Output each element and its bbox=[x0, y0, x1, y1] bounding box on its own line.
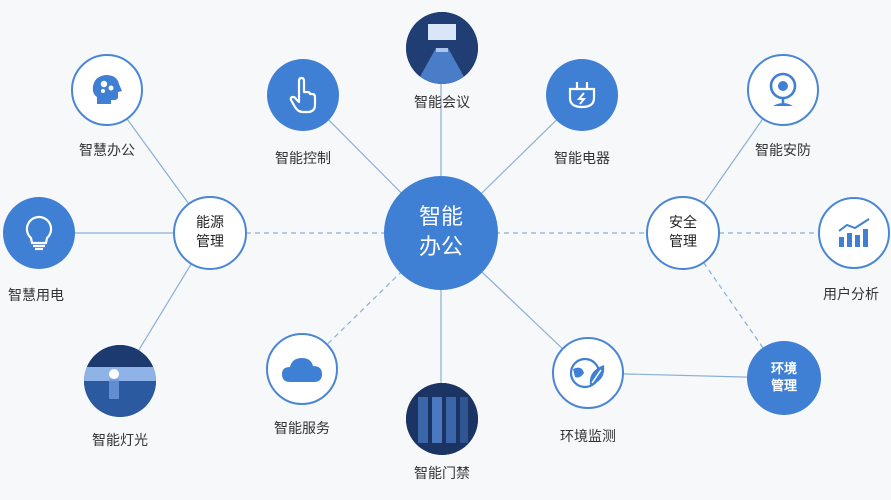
smart-lighting-node[interactable] bbox=[84, 345, 156, 417]
power-plug-icon bbox=[568, 82, 596, 109]
smart-access-node[interactable] bbox=[406, 383, 478, 455]
smart-service-label: 智能服务 bbox=[274, 421, 330, 437]
globe-leaf-icon bbox=[569, 357, 605, 389]
user-analysis-label: 用户分析 bbox=[823, 287, 879, 303]
smart-control-node[interactable] bbox=[267, 59, 339, 131]
environment-hub-line1: 环境 bbox=[770, 362, 797, 377]
smart-security-node[interactable] bbox=[747, 54, 819, 126]
env-monitor-label: 环境监测 bbox=[560, 429, 616, 445]
webcam-icon bbox=[769, 72, 797, 106]
center-node[interactable]: 智能 办公 bbox=[384, 176, 498, 290]
security-hub-node[interactable]: 安全 管理 bbox=[646, 196, 720, 270]
smart-control-label: 智能控制 bbox=[275, 151, 331, 167]
security-hub-line1: 安全 bbox=[669, 215, 697, 231]
environment-hub-line2: 管理 bbox=[770, 379, 797, 394]
smart-appliance-node[interactable] bbox=[546, 59, 618, 131]
security-hub-line2: 管理 bbox=[669, 234, 697, 250]
smart-power-node[interactable] bbox=[3, 197, 75, 269]
energy-hub-line2: 管理 bbox=[196, 234, 224, 250]
meeting-room-photo-icon bbox=[406, 12, 478, 84]
smart-meeting-label: 智能会议 bbox=[414, 95, 470, 111]
smart-power-label: 智慧用电 bbox=[8, 288, 64, 304]
bar-chart-icon bbox=[838, 218, 870, 247]
brain-gear-icon bbox=[92, 75, 122, 104]
smart-lighting-label: 智能灯光 bbox=[92, 433, 148, 449]
cloud-icon bbox=[282, 358, 322, 382]
center-line1: 智能 bbox=[418, 205, 463, 230]
smart-service-node[interactable] bbox=[266, 333, 338, 405]
touch-hand-icon bbox=[289, 76, 317, 114]
smart-office-label: 智慧办公 bbox=[79, 143, 135, 159]
energy-hub-line1: 能源 bbox=[196, 215, 224, 231]
lightbulb-icon bbox=[25, 215, 53, 251]
energy-hub-node[interactable]: 能源 管理 bbox=[173, 196, 247, 270]
smart-appliance-label: 智能电器 bbox=[554, 151, 610, 167]
env-monitor-node[interactable] bbox=[552, 337, 624, 409]
center-line2: 办公 bbox=[418, 235, 463, 260]
smart-access-label: 智能门禁 bbox=[414, 466, 470, 482]
smart-security-label: 智能安防 bbox=[755, 143, 811, 159]
server-room-photo-icon bbox=[406, 383, 478, 455]
ceiling-light-photo-icon bbox=[84, 345, 156, 417]
smart-office-node[interactable] bbox=[71, 54, 143, 126]
environment-hub-node[interactable]: 环境 管理 bbox=[747, 341, 821, 415]
smart-meeting-node[interactable] bbox=[406, 12, 478, 84]
user-analysis-node[interactable] bbox=[818, 197, 890, 269]
